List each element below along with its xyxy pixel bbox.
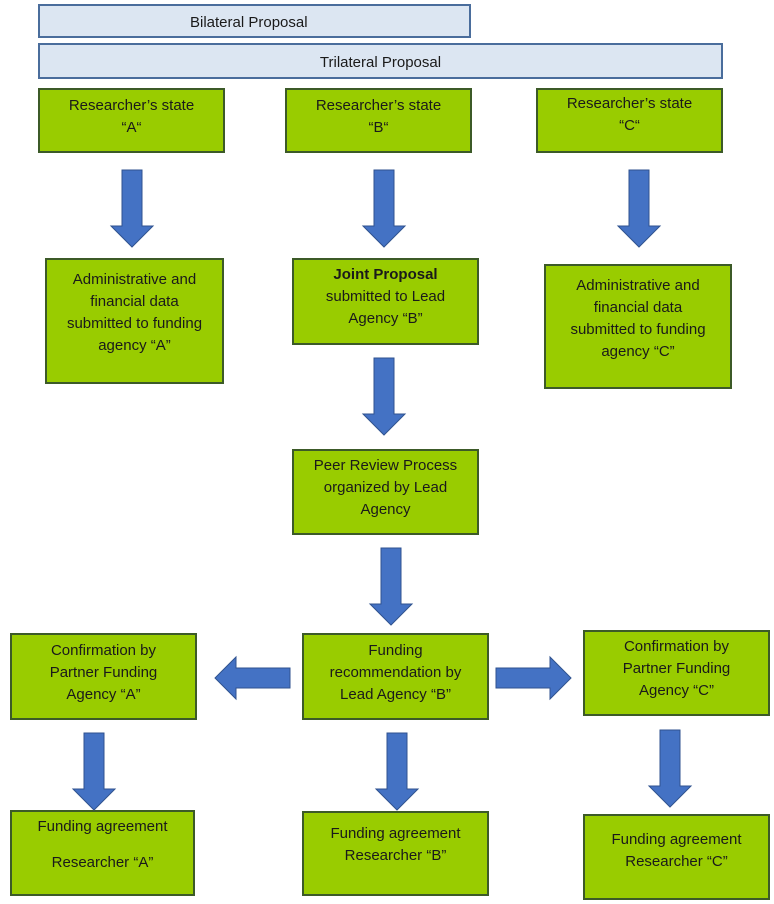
joint-proposal-line-1: submitted to Lead xyxy=(325,288,446,305)
arrow-down-review-to-recommendation xyxy=(368,547,414,626)
agreement-a-box: Funding agreement Researcher “A” xyxy=(10,810,195,896)
arrow-left-to-confirmation-a xyxy=(214,655,291,701)
arrow-down-recommendation xyxy=(374,732,420,811)
submission-a-line-3: submitted to funding xyxy=(66,315,203,332)
submission-c-line-1: Administrative and xyxy=(576,277,700,294)
confirmation-a-line-3: Agency “A” xyxy=(66,686,141,703)
agreement-c-box: Funding agreement Researcher “C” xyxy=(583,814,770,900)
agreement-b-line-2: Researcher “B” xyxy=(344,847,447,864)
trilateral-proposal-bar: Trilateral Proposal xyxy=(38,43,723,79)
arrow-down-state-a xyxy=(109,169,155,248)
state-c-line-1: Researcher’s state xyxy=(566,95,693,112)
submission-a-box: Administrative and financial data submit… xyxy=(45,258,224,384)
peer-review-line-1: Peer Review Process xyxy=(313,457,458,474)
submission-c-line-2: financial data xyxy=(593,299,683,316)
confirmation-a-line-2: Partner Funding xyxy=(49,664,158,681)
bilateral-proposal-bar: Bilateral Proposal xyxy=(38,4,471,38)
agreement-a-line-2: Researcher “A” xyxy=(51,854,154,871)
peer-review-line-3: Agency xyxy=(360,501,411,518)
agreement-c-line-1: Funding agreement xyxy=(611,831,742,848)
submission-c-line-4: agency “C” xyxy=(601,343,675,360)
submission-c-box: Administrative and financial data submit… xyxy=(544,264,732,389)
agreement-a-line-1: Funding agreement xyxy=(37,818,168,835)
bilateral-proposal-label: Bilateral Proposal xyxy=(190,14,308,31)
arrow-down-state-b xyxy=(361,169,407,248)
recommendation-line-1: Funding xyxy=(368,642,423,659)
state-a-line-1: Researcher’s state xyxy=(68,97,195,114)
peer-review-line-2: organized by Lead xyxy=(323,479,448,496)
agreement-b-line-1: Funding agreement xyxy=(330,825,461,842)
confirmation-a-box: Confirmation by Partner Funding Agency “… xyxy=(10,633,197,720)
confirmation-c-line-2: Partner Funding xyxy=(622,660,731,677)
arrow-down-joint-to-review xyxy=(361,357,407,436)
recommendation-box: Funding recommendation by Lead Agency “B… xyxy=(302,633,489,720)
joint-proposal-box: Joint Proposal submitted to Lead Agency … xyxy=(292,258,479,345)
submission-a-line-1: Administrative and xyxy=(72,271,197,288)
recommendation-line-3: Lead Agency “B” xyxy=(340,686,451,703)
recommendation-line-2: recommendation by xyxy=(329,664,462,681)
submission-a-line-4: agency “A” xyxy=(98,337,171,354)
arrow-down-confirmation-c xyxy=(647,729,693,808)
submission-c-line-3: submitted to funding xyxy=(570,321,706,338)
confirmation-c-line-3: Agency “C” xyxy=(638,682,715,699)
state-a-box: Researcher’s state “A“ xyxy=(38,88,225,153)
state-b-line-2: “B“ xyxy=(368,119,389,136)
confirmation-c-box: Confirmation by Partner Funding Agency “… xyxy=(583,630,770,716)
arrow-right-to-confirmation-c xyxy=(495,655,572,701)
state-a-line-2: “A“ xyxy=(121,119,142,136)
confirmation-c-line-1: Confirmation by xyxy=(623,638,730,655)
state-b-line-1: Researcher’s state xyxy=(315,97,442,114)
submission-a-line-2: financial data xyxy=(90,293,179,310)
state-c-box: Researcher’s state “C“ xyxy=(536,88,723,153)
state-b-box: Researcher’s state “B“ xyxy=(285,88,472,153)
state-c-line-2: “C“ xyxy=(619,117,640,134)
peer-review-box: Peer Review Process organized by Lead Ag… xyxy=(292,449,479,535)
arrow-down-confirmation-a xyxy=(71,732,117,811)
joint-proposal-title: Joint Proposal xyxy=(333,266,438,283)
confirmation-a-line-1: Confirmation by xyxy=(50,642,157,659)
agreement-b-box: Funding agreement Researcher “B” xyxy=(302,811,489,896)
arrow-down-state-c xyxy=(616,169,662,248)
joint-proposal-line-2: Agency “B” xyxy=(348,310,423,327)
trilateral-proposal-label: Trilateral Proposal xyxy=(319,54,442,71)
agreement-c-line-2: Researcher “C” xyxy=(625,853,728,870)
